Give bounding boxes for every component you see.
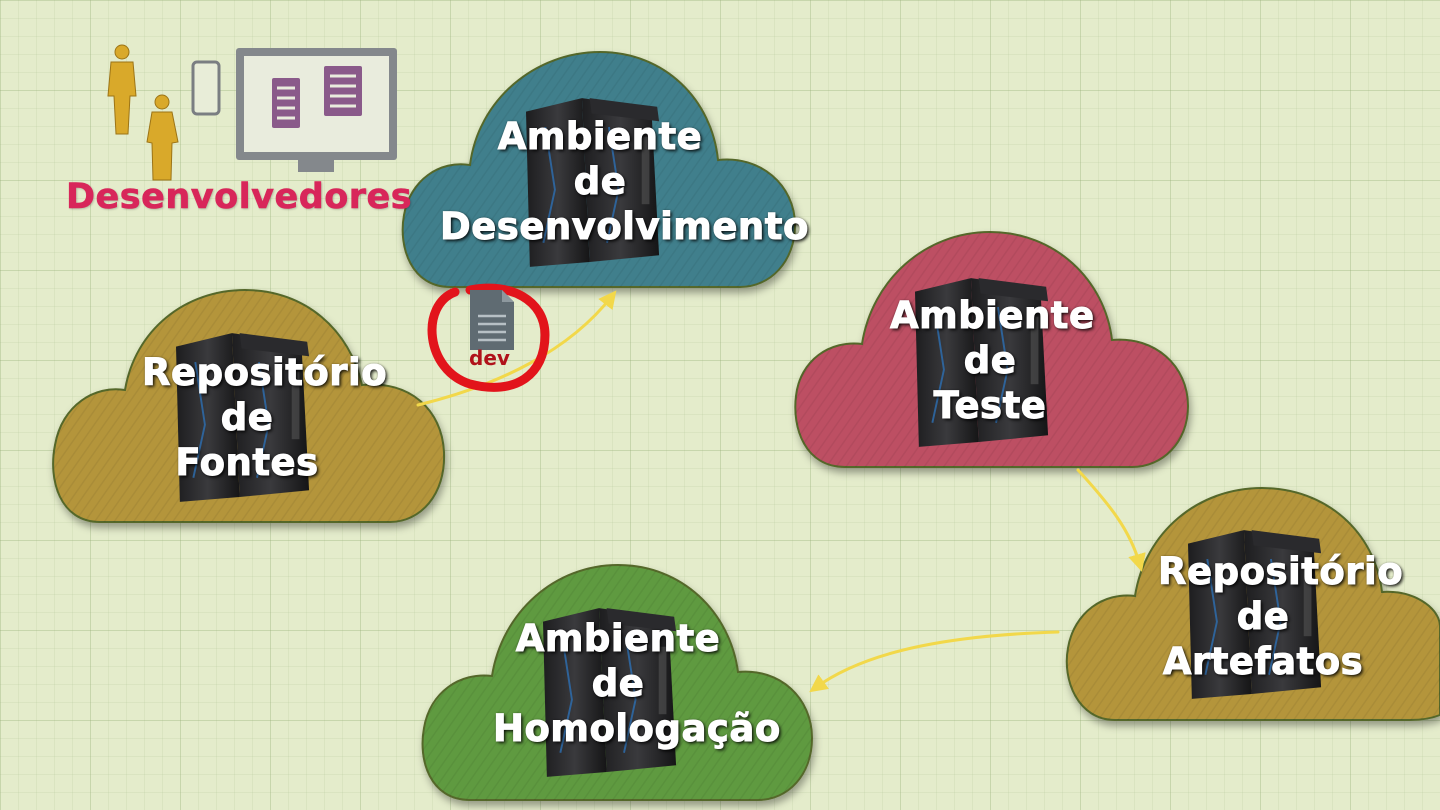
label-repositorio-fontes: Repositório de Fontes: [142, 350, 388, 485]
monitor-icon: [236, 48, 397, 172]
arrow-teste-to-artefatos: [1076, 468, 1146, 572]
label-line: de: [591, 662, 645, 706]
label-line: Homologação: [493, 707, 781, 751]
label-repositorio-artefatos: Repositório de Artefatos: [1158, 549, 1404, 684]
label-line: Ambiente: [515, 617, 721, 661]
label-line: Artefatos: [1162, 640, 1364, 684]
arrow-fontes-to-desenvolvimento: [416, 290, 617, 407]
smartphone-icon: [191, 60, 221, 116]
highlight-circle: [427, 283, 550, 392]
cloud-ambiente-homologacao: [421, 563, 814, 801]
document-icon: [470, 290, 514, 350]
cloud-ambiente-desenvolvimento: [401, 50, 797, 288]
file-badge: [427, 283, 550, 392]
label-ambiente-desenvolvimento: Ambiente de Desenvolvimento: [440, 114, 809, 249]
label-line: Ambiente: [497, 115, 703, 159]
label-line: Ambiente: [890, 294, 1095, 338]
label-ambiente-teste: Ambiente de Teste: [890, 293, 1095, 428]
cloud-repositorio-fontes: [52, 288, 446, 523]
document-icon: [272, 66, 362, 128]
label-line: Repositório: [142, 351, 388, 395]
person-icon: [107, 44, 179, 181]
label-line: Repositório: [1158, 550, 1404, 594]
label-line: de: [573, 160, 627, 204]
developers-icon: [107, 44, 397, 181]
file-badge-label: dev: [469, 346, 510, 370]
label-line: Desenvolvimento: [440, 205, 809, 249]
cloud-repositorio-artefatos: [1065, 486, 1440, 721]
label-line: Teste: [933, 384, 1047, 428]
label-line: de: [220, 396, 274, 440]
label-line: de: [1236, 595, 1290, 639]
arrow-artefatos-to-homologacao: [809, 630, 1060, 693]
label-ambiente-homologacao: Ambiente de Homologação: [493, 616, 781, 751]
cloud-ambiente-teste: [794, 230, 1190, 468]
label-line: Fontes: [175, 441, 319, 485]
developers-title: Desenvolvedores: [66, 177, 413, 218]
label-line: de: [963, 339, 1017, 383]
